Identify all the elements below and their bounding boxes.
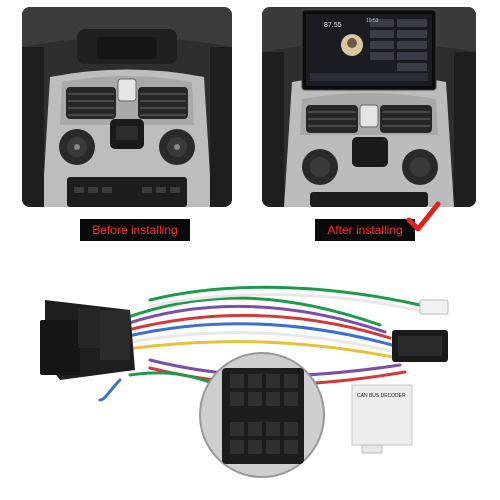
before-installing-caption: Before installing [80,219,190,241]
screen-temperature: 87.55 [324,22,342,29]
check-mark-icon [406,201,441,232]
screen-time: 10:53 [366,18,379,24]
wiring-harness-illustration: CAN BUS DECODER [40,285,449,478]
decoder-label: CAN BUS DECODER [357,393,406,399]
dashboard-before-illustration [22,7,232,207]
after-installing-caption: After installing [315,219,415,241]
after-install-photo: 87.55 10:53 [262,7,476,207]
before-install-photo [22,7,232,207]
dashboard-after-illustration: 87.55 10:53 [262,7,476,207]
